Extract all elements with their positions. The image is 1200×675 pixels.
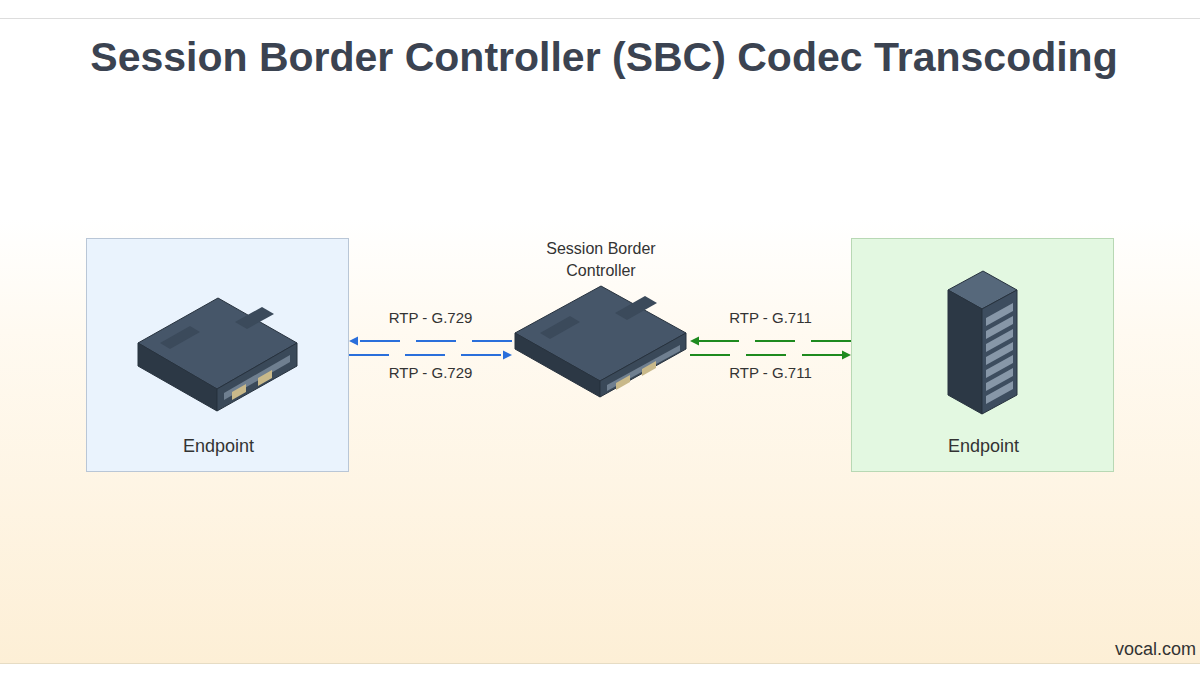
server-tower: [948, 271, 1017, 414]
connector-line: [697, 340, 851, 342]
stream-label: RTP - G.711: [701, 309, 841, 327]
rack-unit: [986, 368, 1013, 391]
rtp-stream: [690, 351, 851, 360]
device-vent: [160, 326, 200, 349]
node-label: Endpoint: [852, 435, 1115, 457]
connector-line: [349, 354, 505, 356]
arrow-head: [503, 351, 512, 360]
stream-label: RTP - G.729: [361, 364, 501, 382]
tower-front: [982, 290, 1017, 414]
device-side: [515, 333, 600, 397]
rtp-stream: [690, 337, 851, 346]
device-front: [600, 333, 686, 397]
endpoint-box: Endpoint: [851, 238, 1114, 472]
device-vent: [615, 296, 657, 320]
rtp-stream: [349, 337, 512, 346]
rtp-stream: [349, 351, 512, 360]
device-top: [138, 298, 297, 389]
bottom-rule: [0, 663, 1200, 664]
device-vent: [235, 307, 274, 329]
device-drive: [232, 384, 246, 400]
stream-label: RTP - G.729: [361, 309, 501, 327]
tower-top: [948, 271, 1017, 309]
arrow-head: [690, 337, 699, 346]
sbc-node: Session Border Controller: [512, 236, 690, 401]
device-side: [138, 343, 217, 411]
rack-unit: [986, 342, 1013, 365]
connector-line: [356, 340, 512, 342]
tower-side: [948, 290, 982, 414]
device-bezel: [224, 355, 290, 400]
device-drive: [258, 370, 272, 386]
arrow-head: [349, 337, 358, 346]
device-vent: [540, 316, 580, 339]
device-front: [217, 343, 297, 411]
endpoint-box: Endpoint: [86, 238, 349, 472]
rack-unit: [986, 303, 1013, 326]
device-bezel: [607, 345, 680, 391]
connector-line: [690, 354, 844, 356]
device-top: [515, 286, 686, 381]
device-drive: [642, 361, 656, 376]
rack-unit: [986, 355, 1013, 378]
connector-layer: [349, 337, 851, 360]
endpoint-device: [138, 298, 297, 411]
watermark: vocal.com: [1115, 638, 1196, 660]
rack-unit: [986, 381, 1013, 404]
rack-unit: [986, 316, 1013, 339]
stream-label: RTP - G.711: [701, 364, 841, 382]
sbc-device: [515, 286, 686, 397]
device-drive: [616, 375, 630, 390]
arrow-head: [842, 351, 851, 360]
rack-unit: [986, 329, 1013, 352]
top-rule: [0, 18, 1200, 19]
node-label: Endpoint: [87, 435, 350, 457]
node-label: Session Border Controller: [536, 238, 666, 282]
diagram-title: Session Border Controller (SBC) Codec Tr…: [0, 32, 1200, 82]
